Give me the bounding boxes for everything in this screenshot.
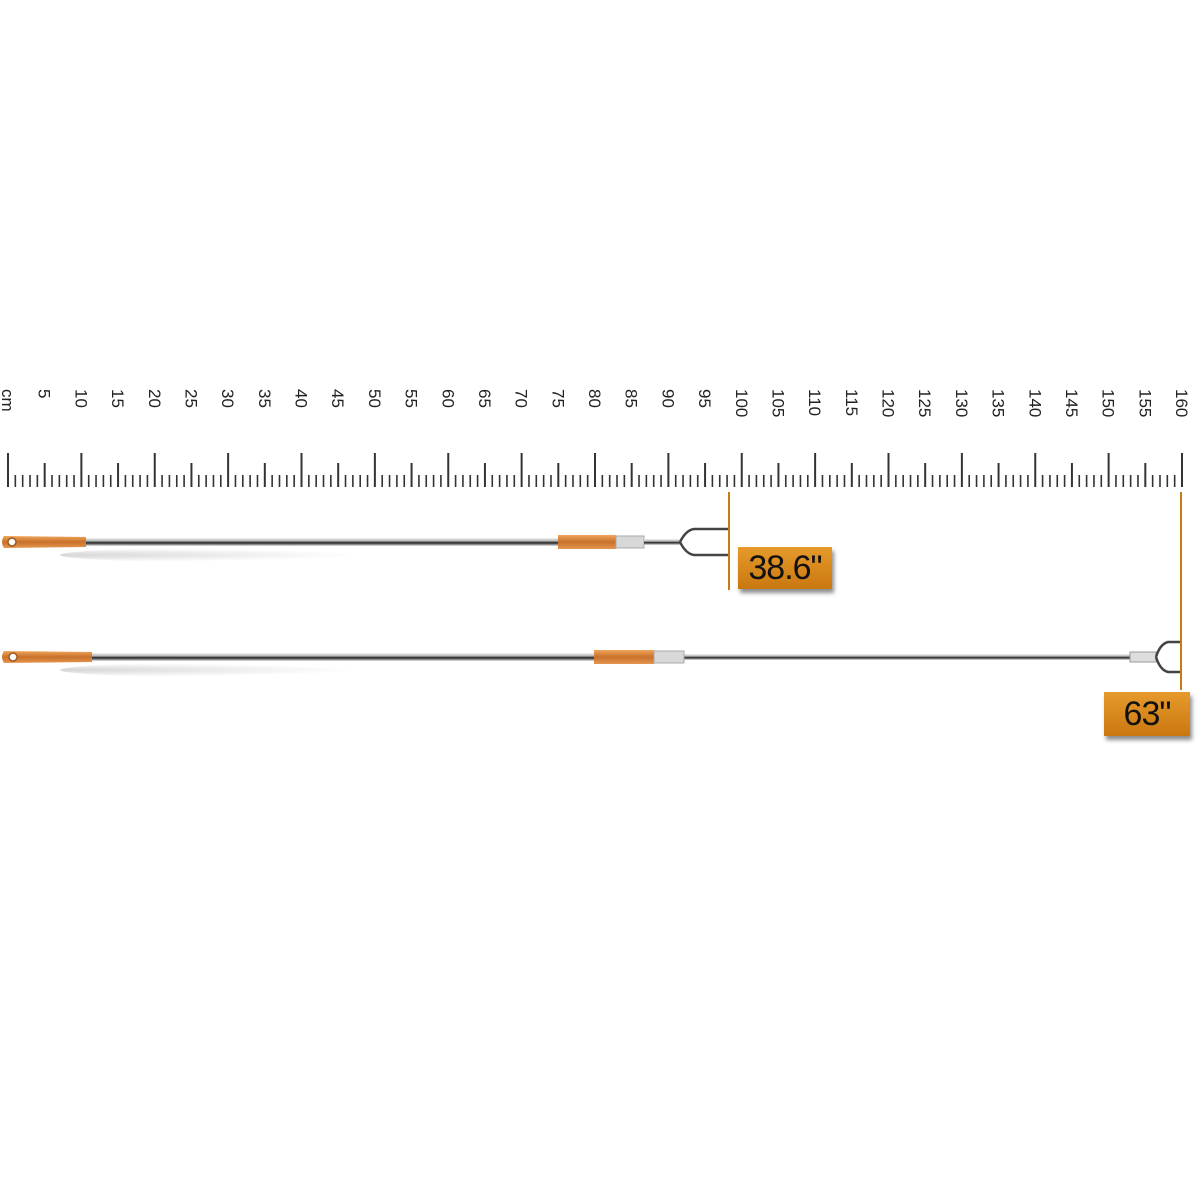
svg-text:105: 105 (768, 389, 787, 417)
svg-text:150: 150 (1099, 389, 1118, 417)
short-garden-hoe (0, 525, 740, 565)
svg-text:90: 90 (658, 389, 677, 408)
svg-text:130: 130 (952, 389, 971, 417)
svg-text:45: 45 (328, 389, 347, 408)
svg-text:5: 5 (35, 389, 54, 398)
svg-text:115: 115 (842, 389, 861, 416)
long-length-text: 63" (1123, 694, 1172, 733)
svg-text:100: 100 (732, 389, 751, 417)
measuring-ruler: cm 5 10 15 20 25 30 35 40 45 50 55 60 65 70 75 80 85 90 95 1… (0, 385, 1200, 495)
svg-text:60: 60 (438, 389, 457, 408)
svg-text:15: 15 (108, 389, 127, 408)
svg-text:20: 20 (145, 389, 164, 408)
svg-text:10: 10 (71, 389, 90, 408)
svg-text:30: 30 (218, 389, 237, 408)
svg-text:110: 110 (805, 389, 824, 416)
svg-text:85: 85 (622, 389, 641, 408)
svg-text:35: 35 (255, 389, 274, 408)
short-hoe-shadow (60, 548, 360, 562)
svg-text:155: 155 (1135, 389, 1154, 417)
long-hoe-graphic (2, 640, 1180, 674)
svg-text:cm: cm (0, 389, 17, 412)
long-length-marker (1180, 492, 1182, 690)
svg-text:135: 135 (989, 389, 1008, 417)
short-length-text: 38.6" (748, 548, 822, 587)
long-hoe-shadow (60, 663, 360, 677)
ruler-scale: cm 5 10 15 20 25 30 35 40 45 50 55 60 65 70 75 80 85 90 95 1… (0, 389, 1191, 487)
svg-text:25: 25 (181, 389, 200, 408)
svg-text:40: 40 (292, 389, 311, 408)
svg-text:70: 70 (512, 389, 531, 408)
svg-text:160: 160 (1172, 389, 1191, 417)
long-length-label: 63" (1104, 692, 1190, 736)
short-length-marker (728, 492, 730, 590)
svg-text:140: 140 (1025, 389, 1044, 417)
svg-text:55: 55 (402, 389, 421, 408)
svg-text:50: 50 (365, 389, 384, 408)
short-length-label: 38.6" (738, 547, 832, 589)
svg-text:95: 95 (695, 389, 714, 408)
svg-text:145: 145 (1062, 389, 1081, 417)
svg-text:80: 80 (585, 389, 604, 408)
svg-text:65: 65 (475, 389, 494, 408)
short-hoe-graphic (2, 527, 728, 557)
svg-text:120: 120 (879, 389, 898, 417)
long-garden-hoe (0, 640, 1190, 680)
svg-text:75: 75 (548, 389, 567, 408)
svg-text:125: 125 (915, 389, 934, 417)
